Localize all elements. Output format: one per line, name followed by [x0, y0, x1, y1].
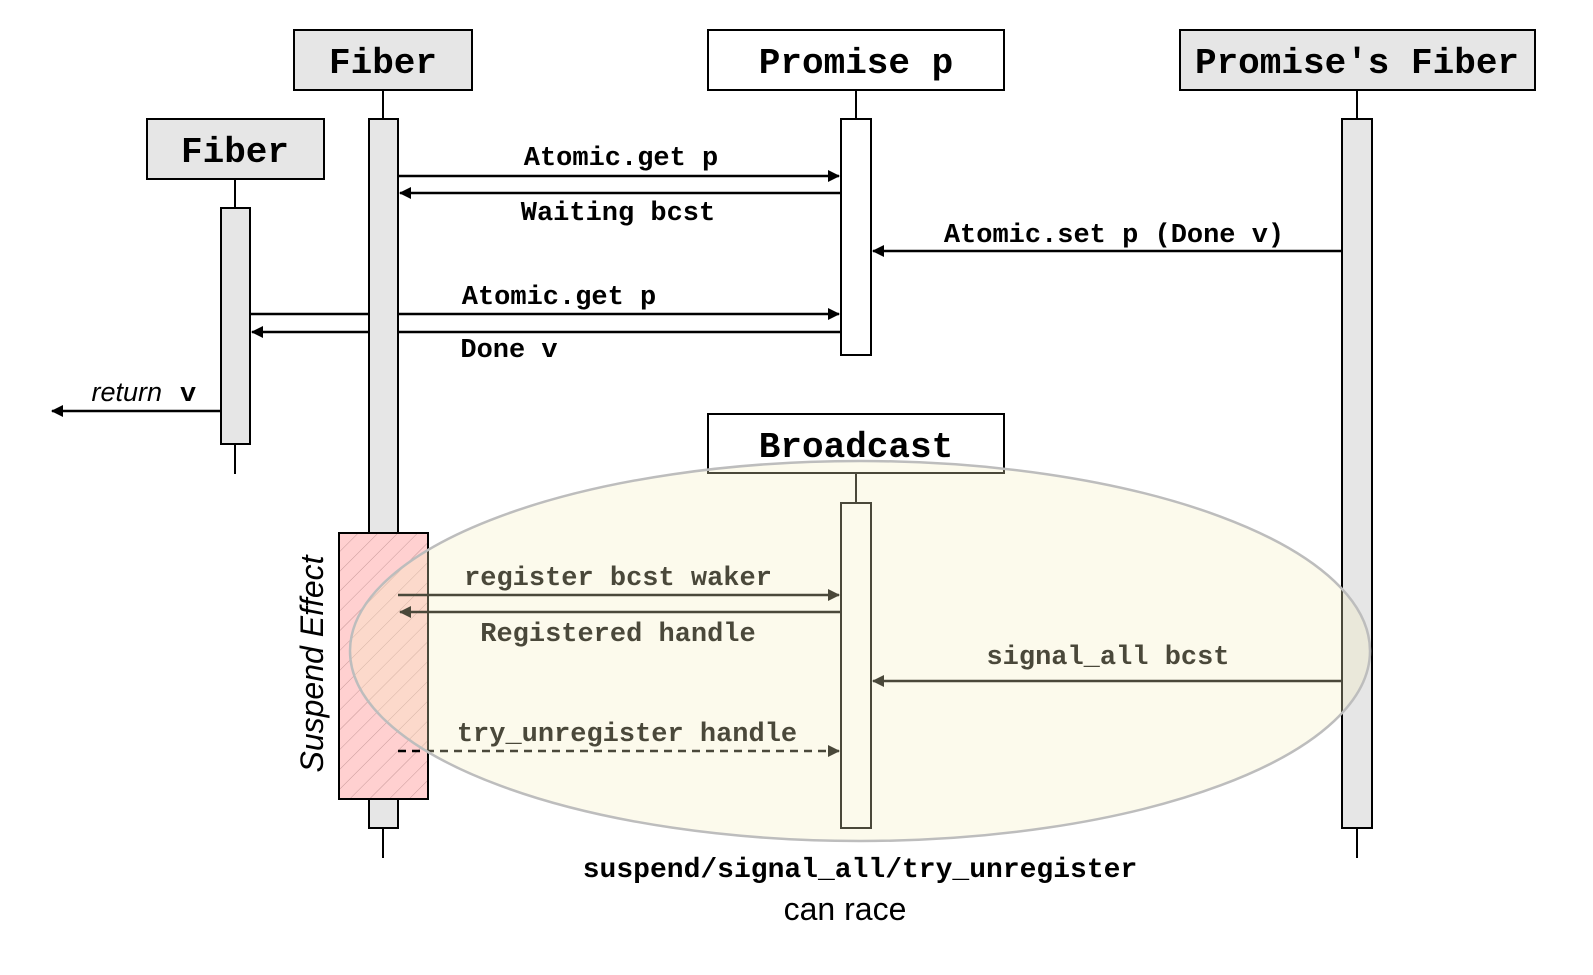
participant-promise-fiber-label: Promise's Fiber [1195, 43, 1519, 84]
activation-promise [840, 118, 872, 356]
lifelines [234, 90, 1358, 858]
message-register-waker: register bcst waker [398, 564, 840, 601]
message-done-v: Done v [251, 326, 841, 366]
message-try-unregister: try_unregister handle [398, 720, 840, 757]
message-signal-all-label: signal_all bcst [986, 643, 1229, 673]
message-return-value: v [180, 380, 196, 410]
message-atomic-get-1: Atomic.get p [398, 144, 840, 182]
race-highlight-ellipse [348, 459, 1372, 843]
message-atomic-get-1-label: Atomic.get p [524, 144, 718, 174]
participant-fiber-main-label: Fiber [329, 43, 437, 84]
activation-promise-fiber [1341, 118, 1373, 829]
race-annotation-line2: can race [784, 891, 907, 927]
message-atomic-get-2: Atomic.get p [250, 283, 840, 320]
participant-promise-fiber: Promise's Fiber [1179, 29, 1536, 91]
participant-fiber-inner-label: Fiber [181, 132, 289, 173]
message-registered-handle-label: Registered handle [480, 620, 755, 650]
activation-broadcast [840, 502, 872, 829]
suspend-effect-block [338, 532, 429, 800]
participant-promise: Promise p [707, 29, 1005, 91]
suspend-effect-label: Suspend Effect [294, 554, 330, 772]
participant-promise-label: Promise p [759, 43, 953, 84]
message-atomic-set-label: Atomic.set p (Done v) [944, 221, 1284, 251]
activation-fiber-inner [220, 207, 251, 445]
message-waiting-bcst-label: Waiting bcst [521, 199, 715, 229]
message-return-v: return v [51, 377, 221, 417]
participant-fiber-inner: Fiber [146, 118, 325, 180]
participant-fiber-main: Fiber [293, 29, 473, 91]
message-waiting-bcst: Waiting bcst [399, 187, 841, 229]
message-atomic-set: Atomic.set p (Done v) [872, 221, 1342, 257]
message-register-waker-label: register bcst waker [464, 564, 772, 594]
message-registered-handle: Registered handle [399, 606, 841, 650]
message-done-v-label: Done v [460, 336, 557, 366]
race-annotation-line1: suspend/signal_all/try_unregister [583, 855, 1138, 886]
message-signal-all: signal_all bcst [872, 643, 1342, 687]
message-try-unregister-label: try_unregister handle [457, 720, 797, 750]
message-atomic-get-2-label: Atomic.get p [462, 283, 656, 313]
message-return-label: return [91, 377, 162, 407]
